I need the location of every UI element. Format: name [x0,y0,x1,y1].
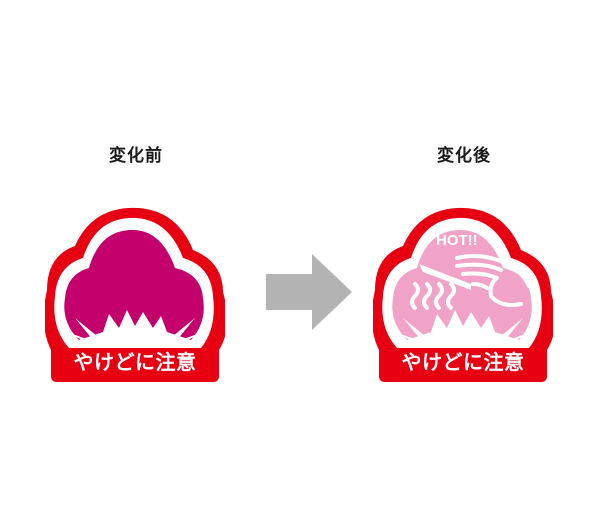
steam-icon [410,282,456,310]
burn-warning-sticker-before: やけどに注意 [43,200,228,390]
sticker-graphic [43,207,228,382]
arrow-right-icon [266,254,352,330]
heat-beam [419,264,471,290]
burst-icon [67,318,203,346]
caption-after: 変化後 [437,146,491,166]
hot-badge: HOT!! [436,232,478,249]
sticker-graphic [371,207,556,382]
burn-warning-sticker-after: HOT!! やけどに注意 [371,200,556,390]
caption-before: 変化前 [109,146,163,166]
warning-label: やけどに注意 [73,350,197,374]
cloud-fill [64,229,204,340]
warning-label: やけどに注意 [401,350,525,374]
hand-icon [455,254,531,307]
burst-icon [395,318,531,346]
